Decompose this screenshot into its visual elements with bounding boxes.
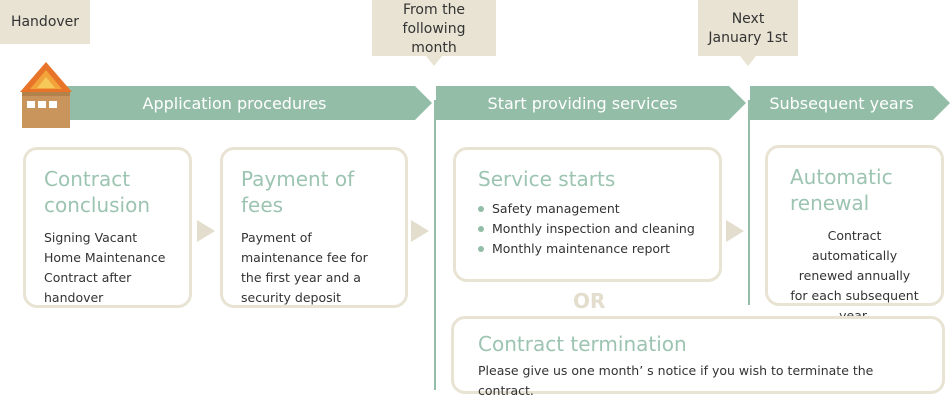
phase-application: Application procedures [60,86,415,120]
phase-application-tip [415,86,432,120]
service-bullet-item: Monthly maintenance report [478,239,697,259]
phase-start-services: Start providing services [436,86,729,120]
service-bullet-item: Monthly inspection and cleaning [478,219,697,239]
card-payment-of-fees-text: Payment of maintenance fee for the first… [241,230,368,305]
phase-application-label: Application procedures [142,93,327,113]
card-contract-conclusion: Contract conclusion Signing Vacant Home … [23,147,192,308]
marker-next-january: Next January 1st [698,0,798,56]
card-payment-of-fees: Payment of fees Payment of maintenance f… [220,147,408,308]
card-contract-termination-title: Contract termination [478,332,687,356]
timeline-line-next-january [748,100,750,305]
marker-next-january-tail [740,56,756,66]
step-arrow-2 [411,220,429,242]
step-arrow-1 [197,220,215,242]
service-bullet-item: Safety management [478,199,697,219]
marker-following-month-label: From the following month [402,1,466,56]
marker-handover: Handover [0,0,90,44]
step-arrow-3 [726,220,744,242]
marker-following-month-tail [426,56,442,66]
phase-subsequent-label: Subsequent years [769,93,914,113]
timeline-line-following-month [434,100,436,390]
card-payment-of-fees-title: Payment of fees [241,167,355,217]
card-contract-termination-text: Please give us one month’ s notice if yo… [478,363,874,398]
phase-subsequent-tip [933,86,950,120]
card-automatic-renewal-text: Contract automatically renewed annually … [790,228,919,323]
or-label: OR [573,289,606,313]
card-service-starts-title: Service starts [478,167,616,191]
card-automatic-renewal-title: Automatic renewal [790,165,893,215]
card-contract-conclusion-title: Contract conclusion [44,167,151,217]
service-bullet-list: Safety management Monthly inspection and… [478,199,697,259]
card-automatic-renewal: Automatic renewal Contract automatically… [765,145,944,323]
phase-start-services-tip [729,86,746,120]
phase-subsequent: Subsequent years [750,86,933,120]
marker-handover-label: Handover [10,13,80,30]
house-icon [20,62,72,128]
card-contract-termination: Contract termination Please give us one … [451,316,945,398]
phase-start-services-label: Start providing services [487,93,678,113]
marker-following-month: From the following month [372,0,496,56]
card-contract-conclusion-text: Signing Vacant Home Maintenance Contract… [44,230,166,305]
card-service-starts: Service starts Safety management Monthly… [453,147,722,282]
marker-next-january-label: Next January 1st [708,11,788,46]
